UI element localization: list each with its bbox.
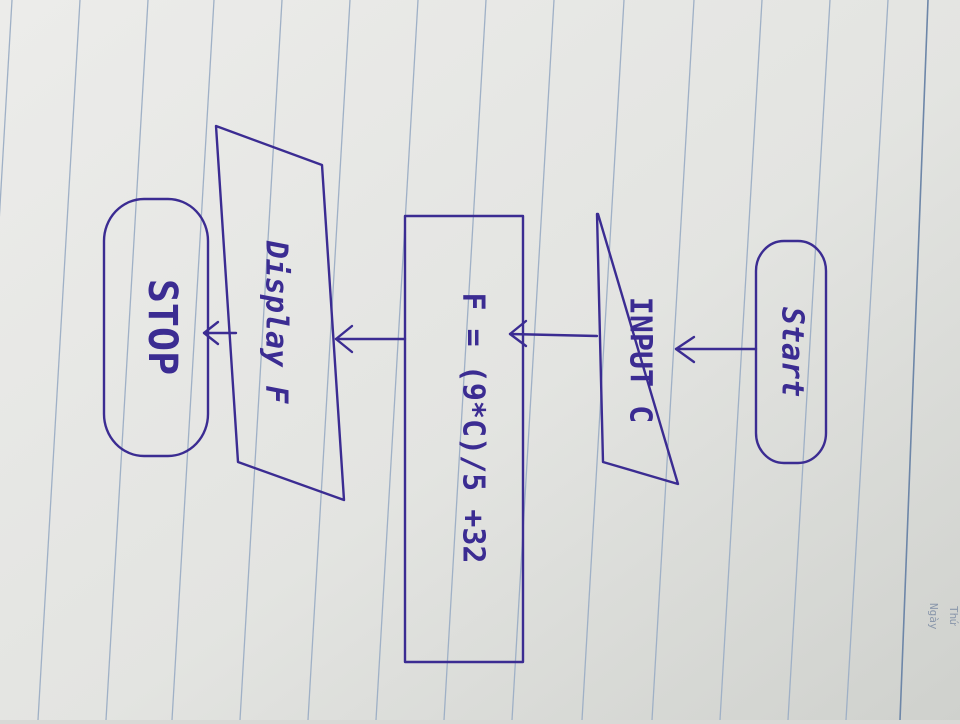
terminal-node-start [754,239,828,465]
node-label-input: INPUT C [623,297,658,423]
connector-process-display [334,324,407,354]
node-label-stop: STOP [139,279,185,375]
ruled-line [0,0,13,217]
flowchart-labels: Start INPUT C F = (9*C)/5 +32 Display F … [139,240,810,564]
notebook-margin-line [899,0,929,721]
ruled-line [845,0,889,721]
header-label-thu: Thứ [947,606,960,626]
ruled-line [719,0,763,721]
header-label-ngay: Ngày [927,603,940,630]
ruled-line [307,0,351,721]
ruled-line [511,0,555,721]
ruled-line [787,0,831,721]
ruled-line [239,0,283,721]
ruled-line [581,0,625,721]
input-node [595,212,680,486]
connector-input-process [508,319,599,348]
node-label-process: F = (9*C)/5 +32 [456,293,491,564]
notebook-header-labels: Thứ Ngày [927,603,960,630]
flowchart-diagram [102,124,828,664]
ruled-line [375,0,419,721]
process-node [403,214,525,664]
node-label-start: Start [775,307,810,397]
ruled-line [37,0,81,721]
connector-start-input [674,335,758,364]
node-label-display: Display F [259,240,294,404]
ruled-line [171,0,215,721]
ruled-lines [0,0,889,721]
ruled-line [651,0,695,721]
ruled-line [105,0,149,721]
ruled-line [443,0,487,721]
terminal-node-stop [102,197,210,458]
display-node [214,124,346,502]
